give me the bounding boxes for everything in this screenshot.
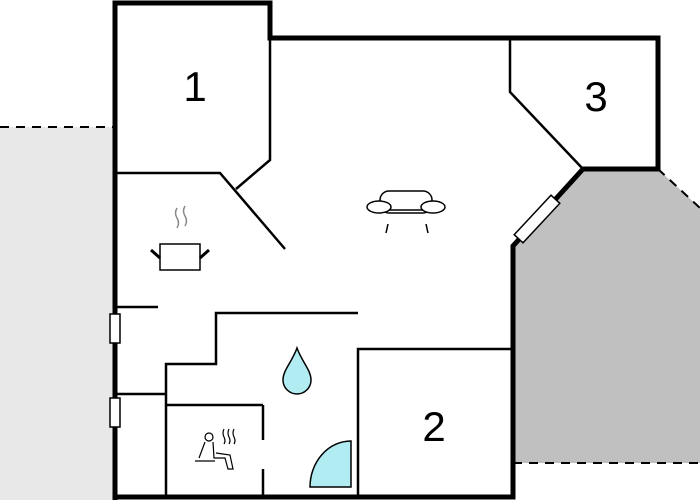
- terrace-door: [513, 194, 561, 244]
- exterior-walls: [112, 0, 661, 500]
- sauna-icon: [195, 428, 236, 470]
- kitchen-pot-icon: [150, 205, 210, 271]
- sofa-icon: [366, 190, 446, 234]
- room-3-label: 3: [584, 73, 608, 120]
- terrace-area: [513, 169, 700, 463]
- interior-walls: [117, 38, 584, 497]
- shower-icon: [309, 440, 352, 488]
- window: [109, 397, 121, 428]
- left-outdoor-area: [0, 127, 113, 500]
- window: [109, 313, 121, 344]
- room-1-label: 1: [183, 63, 207, 110]
- room-2-label: 2: [422, 403, 446, 450]
- water-drop-icon: [282, 345, 312, 395]
